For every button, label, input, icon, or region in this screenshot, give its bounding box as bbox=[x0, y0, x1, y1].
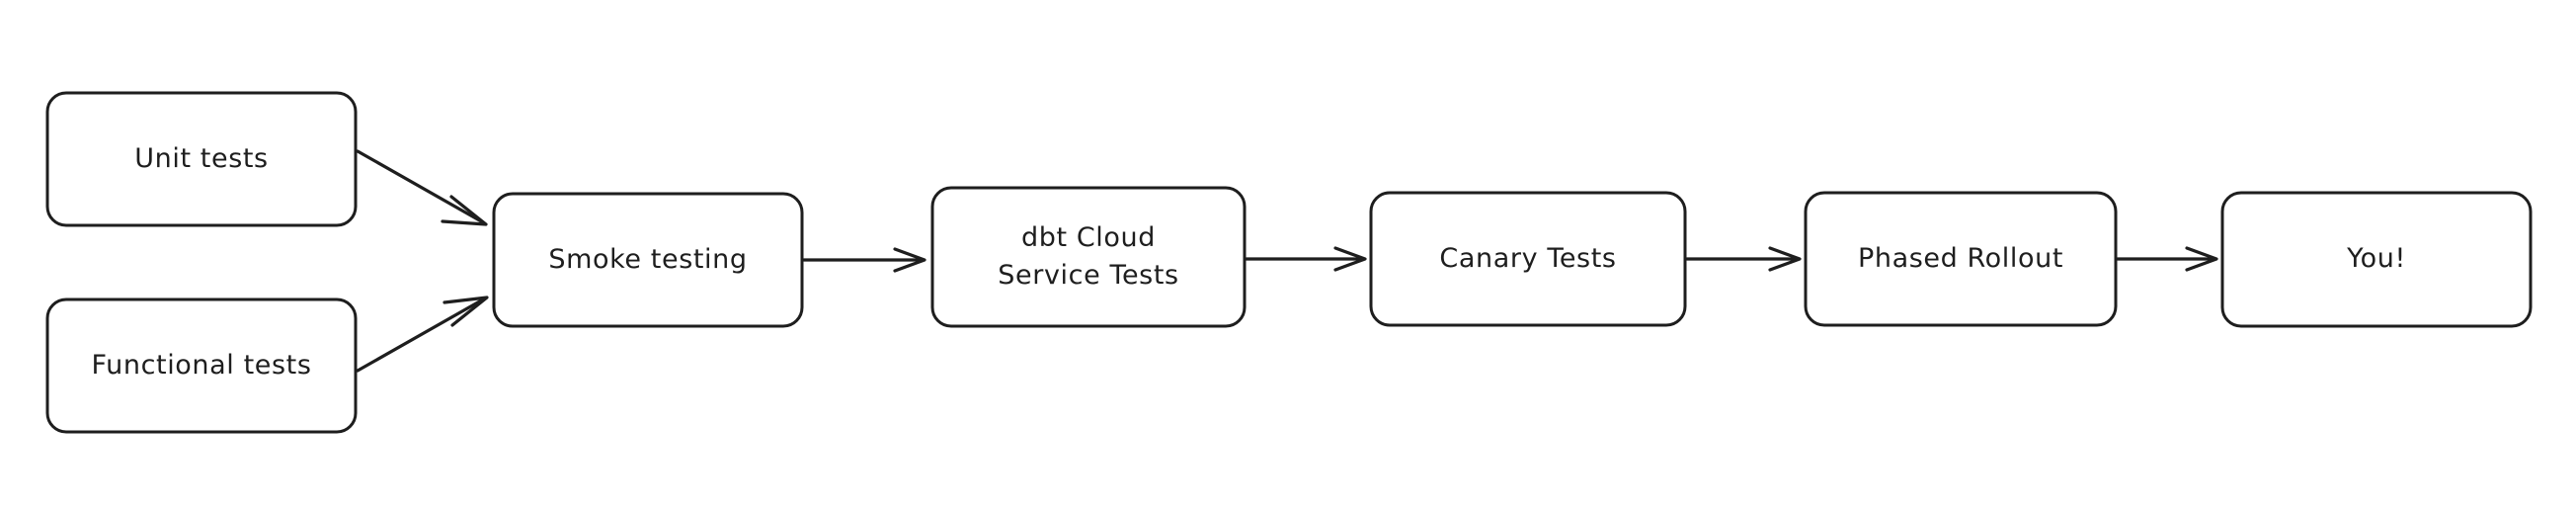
node-functional-tests[interactable] bbox=[45, 298, 358, 434]
node-phased-rollout[interactable] bbox=[1804, 191, 2118, 327]
node-you[interactable] bbox=[2220, 191, 2533, 328]
edge-unit-to-smoke bbox=[356, 149, 488, 226]
node-unit-tests[interactable] bbox=[45, 91, 358, 227]
node-dbt-cloud-service-tests[interactable] bbox=[930, 186, 1247, 328]
edge-smoke-to-dbt bbox=[802, 247, 926, 273]
edge-phased-to-you bbox=[2116, 246, 2218, 272]
edge-dbt-to-canary bbox=[1245, 246, 1367, 272]
edge-functional-to-smoke bbox=[356, 296, 489, 373]
node-smoke-testing[interactable] bbox=[492, 192, 804, 328]
node-canary-tests[interactable] bbox=[1369, 191, 1687, 327]
edge-canary-to-phased bbox=[1685, 246, 1802, 272]
